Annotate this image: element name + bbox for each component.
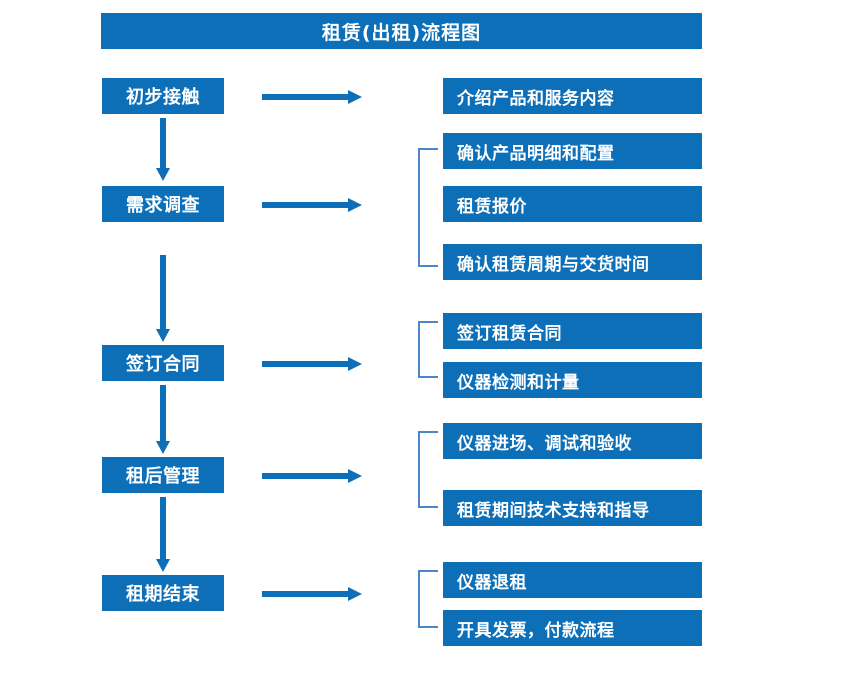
page-title: 租赁(出租)流程图 bbox=[101, 13, 702, 49]
link-arrow-right-5 bbox=[262, 586, 362, 601]
group-bracket-1 bbox=[418, 148, 438, 267]
stage-label-2: 需求调查 bbox=[126, 195, 200, 216]
detail-box-6[interactable]: 仪器检测和计量 bbox=[443, 362, 702, 398]
stage-box-2[interactable]: 需求调查 bbox=[102, 186, 224, 222]
detail-label-9: 仪器退租 bbox=[457, 572, 527, 593]
link-arrow-right-1 bbox=[262, 89, 362, 104]
detail-label-6: 仪器检测和计量 bbox=[457, 372, 580, 393]
flow-arrow-down-2 bbox=[156, 255, 170, 343]
group-bracket-4 bbox=[418, 570, 438, 628]
detail-box-7[interactable]: 仪器进场、调试和验收 bbox=[443, 423, 702, 459]
stage-box-1[interactable]: 初步接触 bbox=[102, 78, 224, 114]
flow-arrow-down-3 bbox=[156, 385, 170, 455]
detail-box-3[interactable]: 租赁报价 bbox=[443, 186, 702, 222]
detail-label-1: 介绍产品和服务内容 bbox=[457, 88, 615, 109]
link-arrow-right-3 bbox=[262, 356, 362, 371]
detail-label-4: 确认租赁周期与交货时间 bbox=[457, 254, 650, 275]
detail-box-4[interactable]: 确认租赁周期与交货时间 bbox=[443, 244, 702, 280]
detail-box-5[interactable]: 签订租赁合同 bbox=[443, 313, 702, 349]
detail-label-3: 租赁报价 bbox=[457, 196, 527, 217]
detail-box-9[interactable]: 仪器退租 bbox=[443, 562, 702, 598]
stage-box-3[interactable]: 签订合同 bbox=[102, 345, 224, 381]
stage-box-5[interactable]: 租期结束 bbox=[102, 575, 224, 611]
flow-arrow-down-1 bbox=[156, 118, 170, 182]
detail-box-1[interactable]: 介绍产品和服务内容 bbox=[443, 78, 702, 114]
flow-arrow-down-4 bbox=[156, 497, 170, 573]
detail-box-8[interactable]: 租赁期间技术支持和指导 bbox=[443, 490, 702, 526]
link-arrow-right-4 bbox=[262, 468, 362, 483]
stage-label-5: 租期结束 bbox=[126, 584, 200, 605]
stage-box-4[interactable]: 租后管理 bbox=[102, 457, 224, 493]
detail-label-7: 仪器进场、调试和验收 bbox=[457, 433, 632, 454]
link-arrow-right-2 bbox=[262, 197, 362, 212]
detail-label-10: 开具发票，付款流程 bbox=[457, 620, 615, 641]
group-bracket-2 bbox=[418, 321, 438, 378]
group-bracket-3 bbox=[418, 431, 438, 508]
detail-box-10[interactable]: 开具发票，付款流程 bbox=[443, 610, 702, 646]
detail-label-2: 确认产品明细和配置 bbox=[457, 143, 615, 164]
stage-label-1: 初步接触 bbox=[126, 87, 200, 108]
stage-label-4: 租后管理 bbox=[126, 466, 200, 487]
stage-label-3: 签订合同 bbox=[126, 354, 200, 375]
detail-box-2[interactable]: 确认产品明细和配置 bbox=[443, 133, 702, 169]
detail-label-8: 租赁期间技术支持和指导 bbox=[457, 500, 650, 521]
detail-label-5: 签订租赁合同 bbox=[457, 323, 562, 344]
